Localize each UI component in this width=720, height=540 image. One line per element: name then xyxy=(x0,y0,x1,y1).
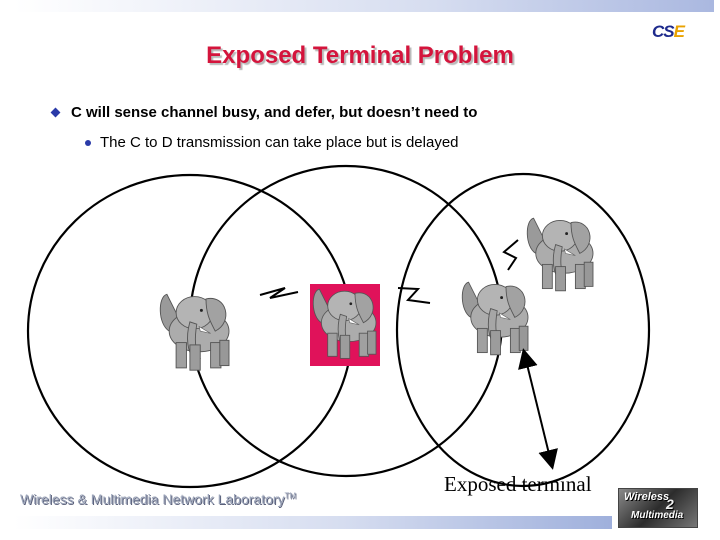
top-gradient-bar xyxy=(14,0,714,12)
bullet-sub-text: The C to D transmission can take place b… xyxy=(100,134,459,151)
footer-lab-name: Wireless & Multimedia Network Laboratory… xyxy=(20,491,296,507)
range-circle-right xyxy=(395,172,651,488)
logo-number: 2 xyxy=(666,496,674,512)
bottom-gradient-bar xyxy=(14,516,612,529)
cse-logo: CSE xyxy=(652,22,685,42)
trademark-mark: TM xyxy=(284,491,297,501)
elephant-icon xyxy=(159,293,230,371)
cse-logo-accent: E xyxy=(673,22,685,41)
wave-signal-icon xyxy=(502,239,519,271)
elephant-icon xyxy=(526,217,594,292)
logo-multimedia-text: Multimedia xyxy=(631,510,684,521)
bullet-main: C will sense channel busy, and defer, bu… xyxy=(50,104,478,121)
dot-bullet-icon xyxy=(85,139,91,146)
bullet-sub: The C to D transmission can take place b… xyxy=(85,134,459,151)
wireless-multimedia-logo: Wireless 2 Multimedia xyxy=(618,488,698,528)
elephant-icon xyxy=(461,281,529,356)
bullet-main-text: C will sense channel busy, and defer, bu… xyxy=(71,104,478,121)
wave-signal-icon xyxy=(397,287,431,304)
exposed-terminal-label: Exposed terminal xyxy=(444,472,592,496)
wave-signal-icon xyxy=(259,287,299,299)
slide-title: Exposed Terminal Problem xyxy=(206,42,514,69)
exposed-terminal-arrow xyxy=(518,348,558,470)
logo-wireless-text: Wireless xyxy=(624,491,670,503)
cse-logo-main: CS xyxy=(652,22,675,41)
footer-lab-text: Wireless & Multimedia Network Laboratory xyxy=(20,491,285,507)
